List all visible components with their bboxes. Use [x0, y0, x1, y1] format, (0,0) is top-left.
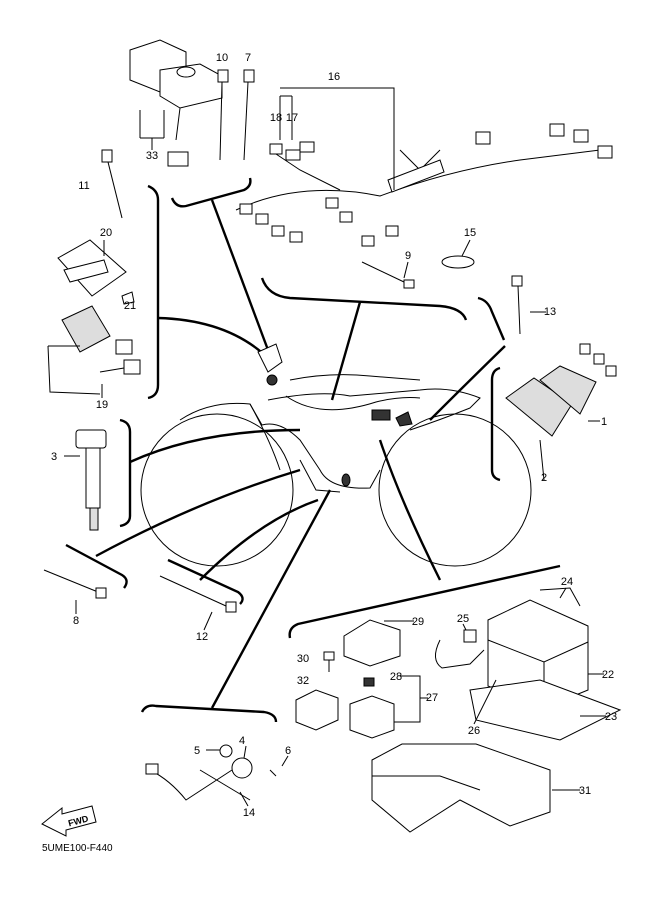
- label-19[interactable]: 19: [96, 399, 108, 411]
- part-13-tie: [511, 275, 523, 335]
- label-14[interactable]: 14: [243, 807, 255, 819]
- part-10-7-cable-ties: [217, 69, 255, 161]
- label-22[interactable]: 22: [602, 669, 614, 681]
- part-4-5-6-sensor: [145, 744, 277, 801]
- label-17[interactable]: 17: [286, 112, 298, 124]
- part-19-rectifier: [47, 305, 141, 395]
- label-26[interactable]: 26: [468, 725, 480, 737]
- label-29[interactable]: 29: [412, 616, 424, 628]
- label-32[interactable]: 32: [297, 675, 309, 687]
- part-labels: 10 7 16 18 17 33 11 20 21 15 9 13 19 1 3…: [51, 52, 617, 819]
- label-4[interactable]: 4: [239, 735, 245, 747]
- label-8[interactable]: 8: [73, 615, 79, 627]
- part-22-24-battery: [469, 587, 622, 741]
- label-21[interactable]: 21: [124, 300, 136, 312]
- part-32-relay: [295, 689, 339, 731]
- motorcycle-outline: [140, 343, 532, 567]
- part-8-12-ties: [43, 569, 237, 613]
- fwd-arrow-icon: FWD: [41, 805, 97, 837]
- front-wheel: [140, 413, 294, 567]
- label-30[interactable]: 30: [297, 653, 309, 665]
- part-11-cable-tie: [101, 149, 123, 219]
- label-13[interactable]: 13: [544, 306, 556, 318]
- label-31[interactable]: 31: [579, 785, 591, 797]
- label-20[interactable]: 20: [100, 227, 112, 239]
- label-28[interactable]: 28: [390, 671, 402, 683]
- label-15[interactable]: 15: [464, 227, 476, 239]
- part-33-relay-unit: [129, 39, 223, 167]
- label-33[interactable]: 33: [146, 150, 158, 162]
- part-29-cover: [343, 619, 401, 667]
- label-25[interactable]: 25: [457, 613, 469, 625]
- label-27[interactable]: 27: [426, 692, 438, 704]
- main-leader-lines: [95, 199, 506, 709]
- label-2[interactable]: 2: [541, 472, 547, 484]
- group-brackets: [65, 177, 561, 723]
- label-23[interactable]: 23: [605, 711, 617, 723]
- part-3-ignition-coil: [75, 429, 107, 531]
- part-15-9-ties: [361, 255, 475, 289]
- part-25-26-leads: [435, 629, 497, 717]
- rear-wheel: [378, 413, 532, 567]
- part-31-tray: [371, 743, 551, 833]
- label-leaders: [64, 110, 606, 807]
- part-27-28-starter-relay: [349, 677, 395, 739]
- label-6[interactable]: 6: [285, 745, 291, 757]
- label-24[interactable]: 24: [561, 576, 573, 588]
- part-16-wire-harness: [235, 87, 613, 247]
- part-20-21-bracket: [57, 239, 135, 305]
- label-9[interactable]: 9: [405, 250, 411, 262]
- label-1[interactable]: 1: [601, 416, 607, 428]
- part-1-2-ecu: [505, 343, 617, 437]
- part-30-bolt: [323, 651, 335, 672]
- diagram-code: 5UME100-F440: [42, 843, 113, 854]
- label-7[interactable]: 7: [245, 52, 251, 64]
- label-3[interactable]: 3: [51, 451, 57, 463]
- label-18[interactable]: 18: [270, 112, 282, 124]
- label-5[interactable]: 5: [194, 745, 200, 757]
- label-10[interactable]: 10: [216, 52, 228, 64]
- label-16[interactable]: 16: [328, 71, 340, 83]
- label-12[interactable]: 12: [196, 631, 208, 643]
- label-11[interactable]: 11: [78, 180, 89, 192]
